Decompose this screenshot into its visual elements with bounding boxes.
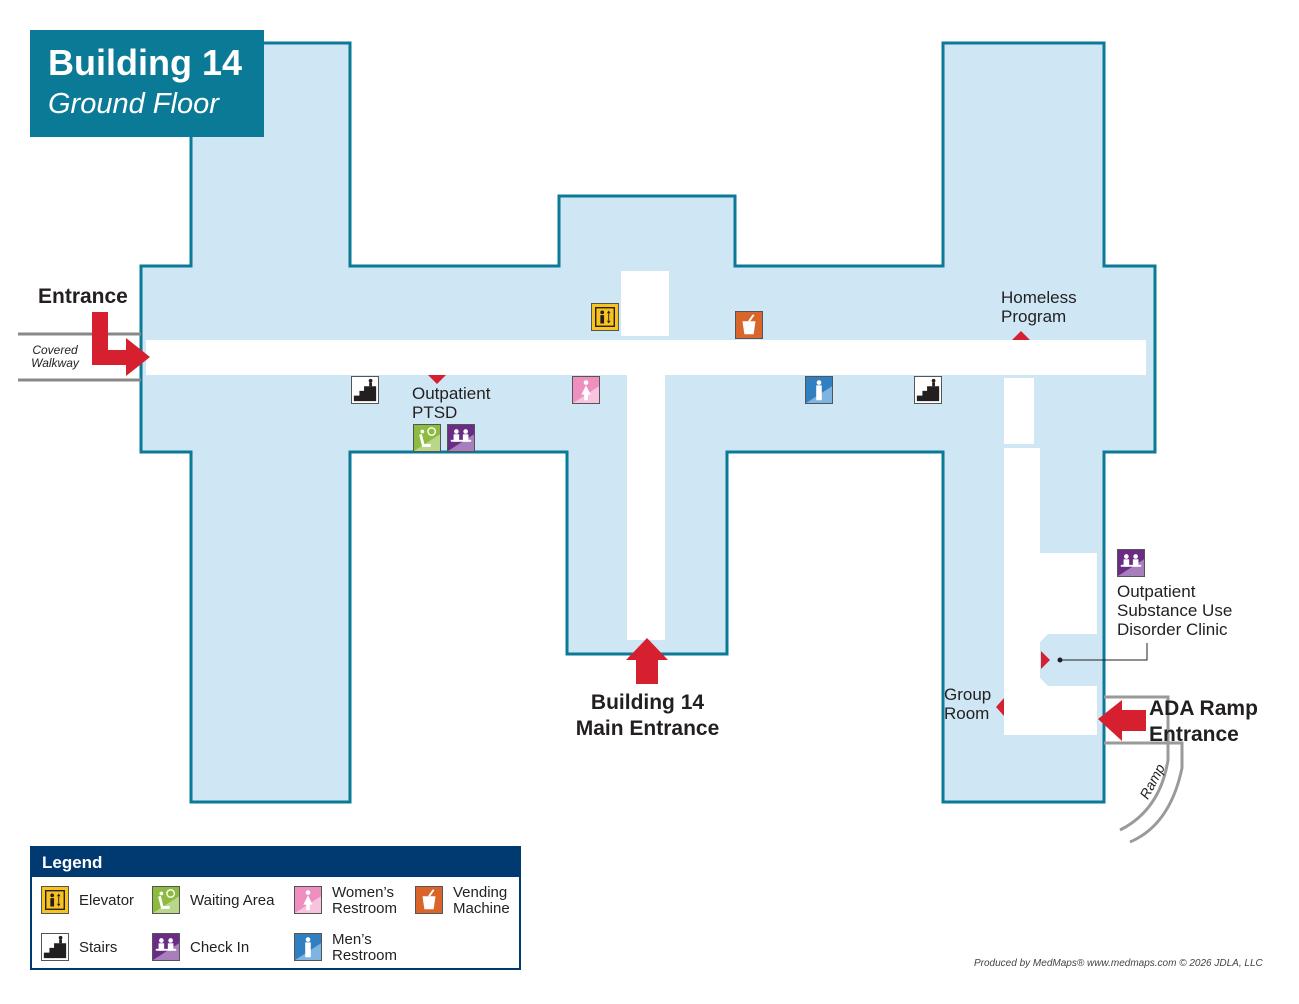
clinic-leader-line	[1057, 643, 1148, 663]
clinic-door-marker	[1041, 651, 1050, 669]
legend-label-stairs: Stairs	[79, 939, 118, 956]
legend: Legend Elevator Waiting Area Women’s Res…	[30, 846, 521, 970]
credit-line: Produced by MedMaps® www.medmaps.com © 2…	[974, 958, 1263, 969]
legend-label-elevator: Elevator	[79, 892, 135, 909]
entrance-arrows	[92, 312, 1146, 741]
group-room-label: Group Room	[944, 685, 992, 723]
waiting-area-icon	[413, 424, 441, 452]
check-in-icon	[447, 424, 475, 452]
stairs-icon	[351, 376, 379, 404]
substance-use-clinic-label: Outpatient Substance Use Disorder Clinic	[1117, 582, 1233, 639]
covered-walkway	[18, 332, 141, 382]
stairs-icon	[914, 376, 942, 404]
check-in-icon	[1117, 549, 1145, 577]
stairs-icon	[41, 933, 69, 961]
elevator-icon	[591, 303, 619, 331]
group-room-door-marker	[996, 698, 1004, 716]
ada-entrance-label-line1: ADA Ramp	[1149, 697, 1258, 720]
main-entrance-label-line1: Building 14	[590, 691, 705, 714]
west-entrance-label: Entrance	[38, 285, 128, 308]
elevator-icon	[41, 886, 69, 914]
ptsd-door-marker	[428, 375, 446, 384]
womens-restroom-icon	[294, 886, 322, 914]
mens-restroom-icon	[805, 376, 833, 404]
homeless-door-marker	[1012, 331, 1030, 340]
ada-entrance-label-line2: Entrance	[1149, 723, 1239, 746]
mens-restroom-icon	[294, 933, 322, 961]
main-entrance-label-line2: Main Entrance	[575, 717, 720, 740]
legend-title: Legend	[32, 848, 519, 877]
east-corridor	[1004, 378, 1034, 444]
corridors	[146, 271, 1146, 735]
title-box: Building 14 Ground Floor	[30, 30, 264, 137]
waiting-area-icon	[152, 886, 180, 914]
covered-walkway-label: Covered Walkway	[31, 343, 79, 370]
door-markers	[428, 331, 1050, 716]
legend-label-waiting-area: Waiting Area	[190, 892, 275, 909]
floor-subtitle: Ground Floor	[48, 88, 219, 120]
legend-label-mens-restroom: Men’s Restroom	[332, 931, 398, 964]
north-corridor	[621, 271, 669, 336]
east-wing-corridor	[1004, 448, 1097, 735]
legend-label-vending-machine: Vending Machine	[453, 884, 510, 917]
building-title: Building 14	[48, 42, 243, 83]
main-corridor	[146, 340, 1146, 375]
ramp	[1104, 695, 1184, 844]
outpatient-ptsd-label: Outpatient PTSD	[412, 384, 491, 422]
legend-label-check-in: Check In	[190, 939, 250, 956]
main-entrance-arrow	[626, 638, 668, 684]
check-in-icon	[152, 933, 180, 961]
ada-entrance-arrow	[1098, 700, 1146, 741]
homeless-program-label: Homeless Program	[1001, 288, 1077, 326]
womens-restroom-icon	[572, 376, 600, 404]
west-entrance-arrow	[92, 312, 150, 376]
south-corridor	[627, 375, 665, 640]
legend-label-womens-restroom: Women’s Restroom	[332, 884, 398, 917]
vending-machine-icon	[735, 311, 763, 339]
vending-machine-icon	[415, 886, 443, 914]
